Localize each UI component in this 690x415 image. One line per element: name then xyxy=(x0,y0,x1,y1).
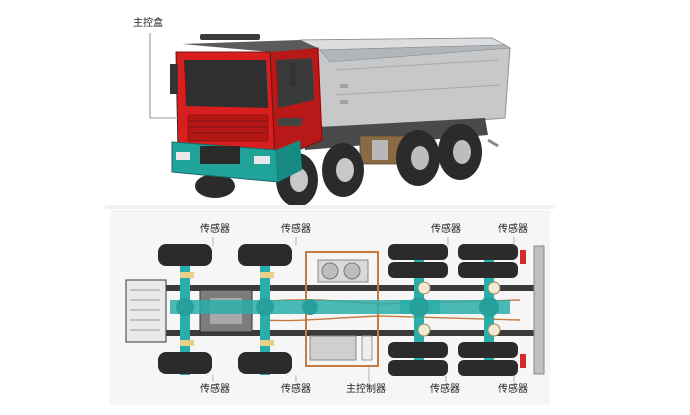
panel-divider xyxy=(105,205,555,209)
cab-footprint xyxy=(125,279,167,343)
main-control-box-callout: 主控盒 xyxy=(133,18,163,29)
callout-leader-line xyxy=(149,33,176,119)
truck-cab xyxy=(170,34,323,183)
rear-wheels xyxy=(396,124,482,186)
sensor-label-top-2: 传感器 xyxy=(281,224,311,235)
frame-rail-top xyxy=(128,285,538,291)
axle-group xyxy=(170,245,510,375)
sensor-label-top-3: 传感器 xyxy=(431,224,461,235)
main-controller-box xyxy=(361,335,373,361)
wheels-bottom-row xyxy=(158,342,518,376)
sensor-label-top-4: 传感器 xyxy=(498,224,528,235)
sensor-markers xyxy=(180,272,501,346)
battery-box xyxy=(309,335,357,361)
wheels-top-row xyxy=(158,244,518,278)
sensor-label-top-1: 传感器 xyxy=(200,224,230,235)
sensor-label-bottom-2: 传感器 xyxy=(281,384,311,395)
sensor-label-bottom-1: 传感器 xyxy=(200,384,230,395)
sensor-label-bottom-3: 传感器 xyxy=(430,384,460,395)
frame-rail-bottom xyxy=(128,330,538,336)
sensor-leader-lines xyxy=(212,237,515,382)
chassis-plan xyxy=(110,210,550,405)
sensor-label-bottom-4: 传感器 xyxy=(498,384,528,395)
main-controller-label: 主控制器 xyxy=(346,384,386,395)
rear-bumper xyxy=(533,245,545,375)
